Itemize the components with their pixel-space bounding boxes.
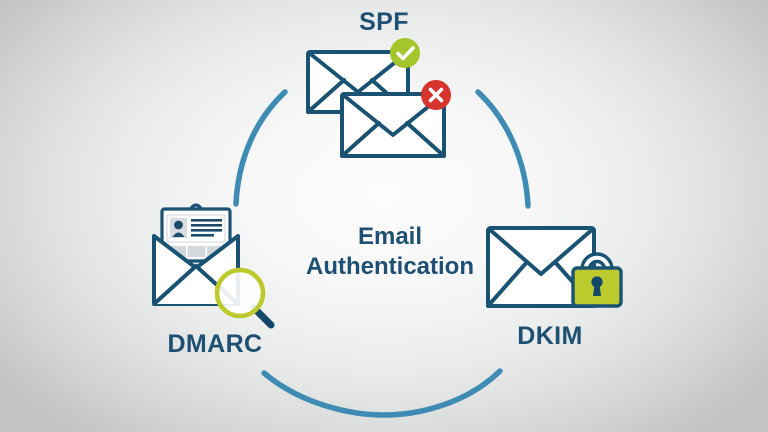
dmarc-icon-group [140,192,310,340]
magnifier-icon [214,267,275,329]
spf-icon-group [296,38,460,166]
center-title: Email Authentication [284,222,496,283]
spf-label: SPF [359,8,409,36]
arc-spf-to-dkim [475,89,531,209]
dkim-label: DKIM [517,322,583,350]
cross-badge-icon [421,80,451,110]
arc-dmarc-to-spf [233,89,288,207]
dmarc-label: DMARC [167,330,263,358]
dkim-icon-group [476,216,630,320]
center-title-line-2: Authentication [306,253,474,281]
spf-front-envelope [340,92,446,158]
center-title-line-1: Email [357,223,423,250]
padlock-icon [571,252,623,308]
arc-dkim-to-dmarc [261,368,503,418]
check-badge-icon [390,38,420,68]
